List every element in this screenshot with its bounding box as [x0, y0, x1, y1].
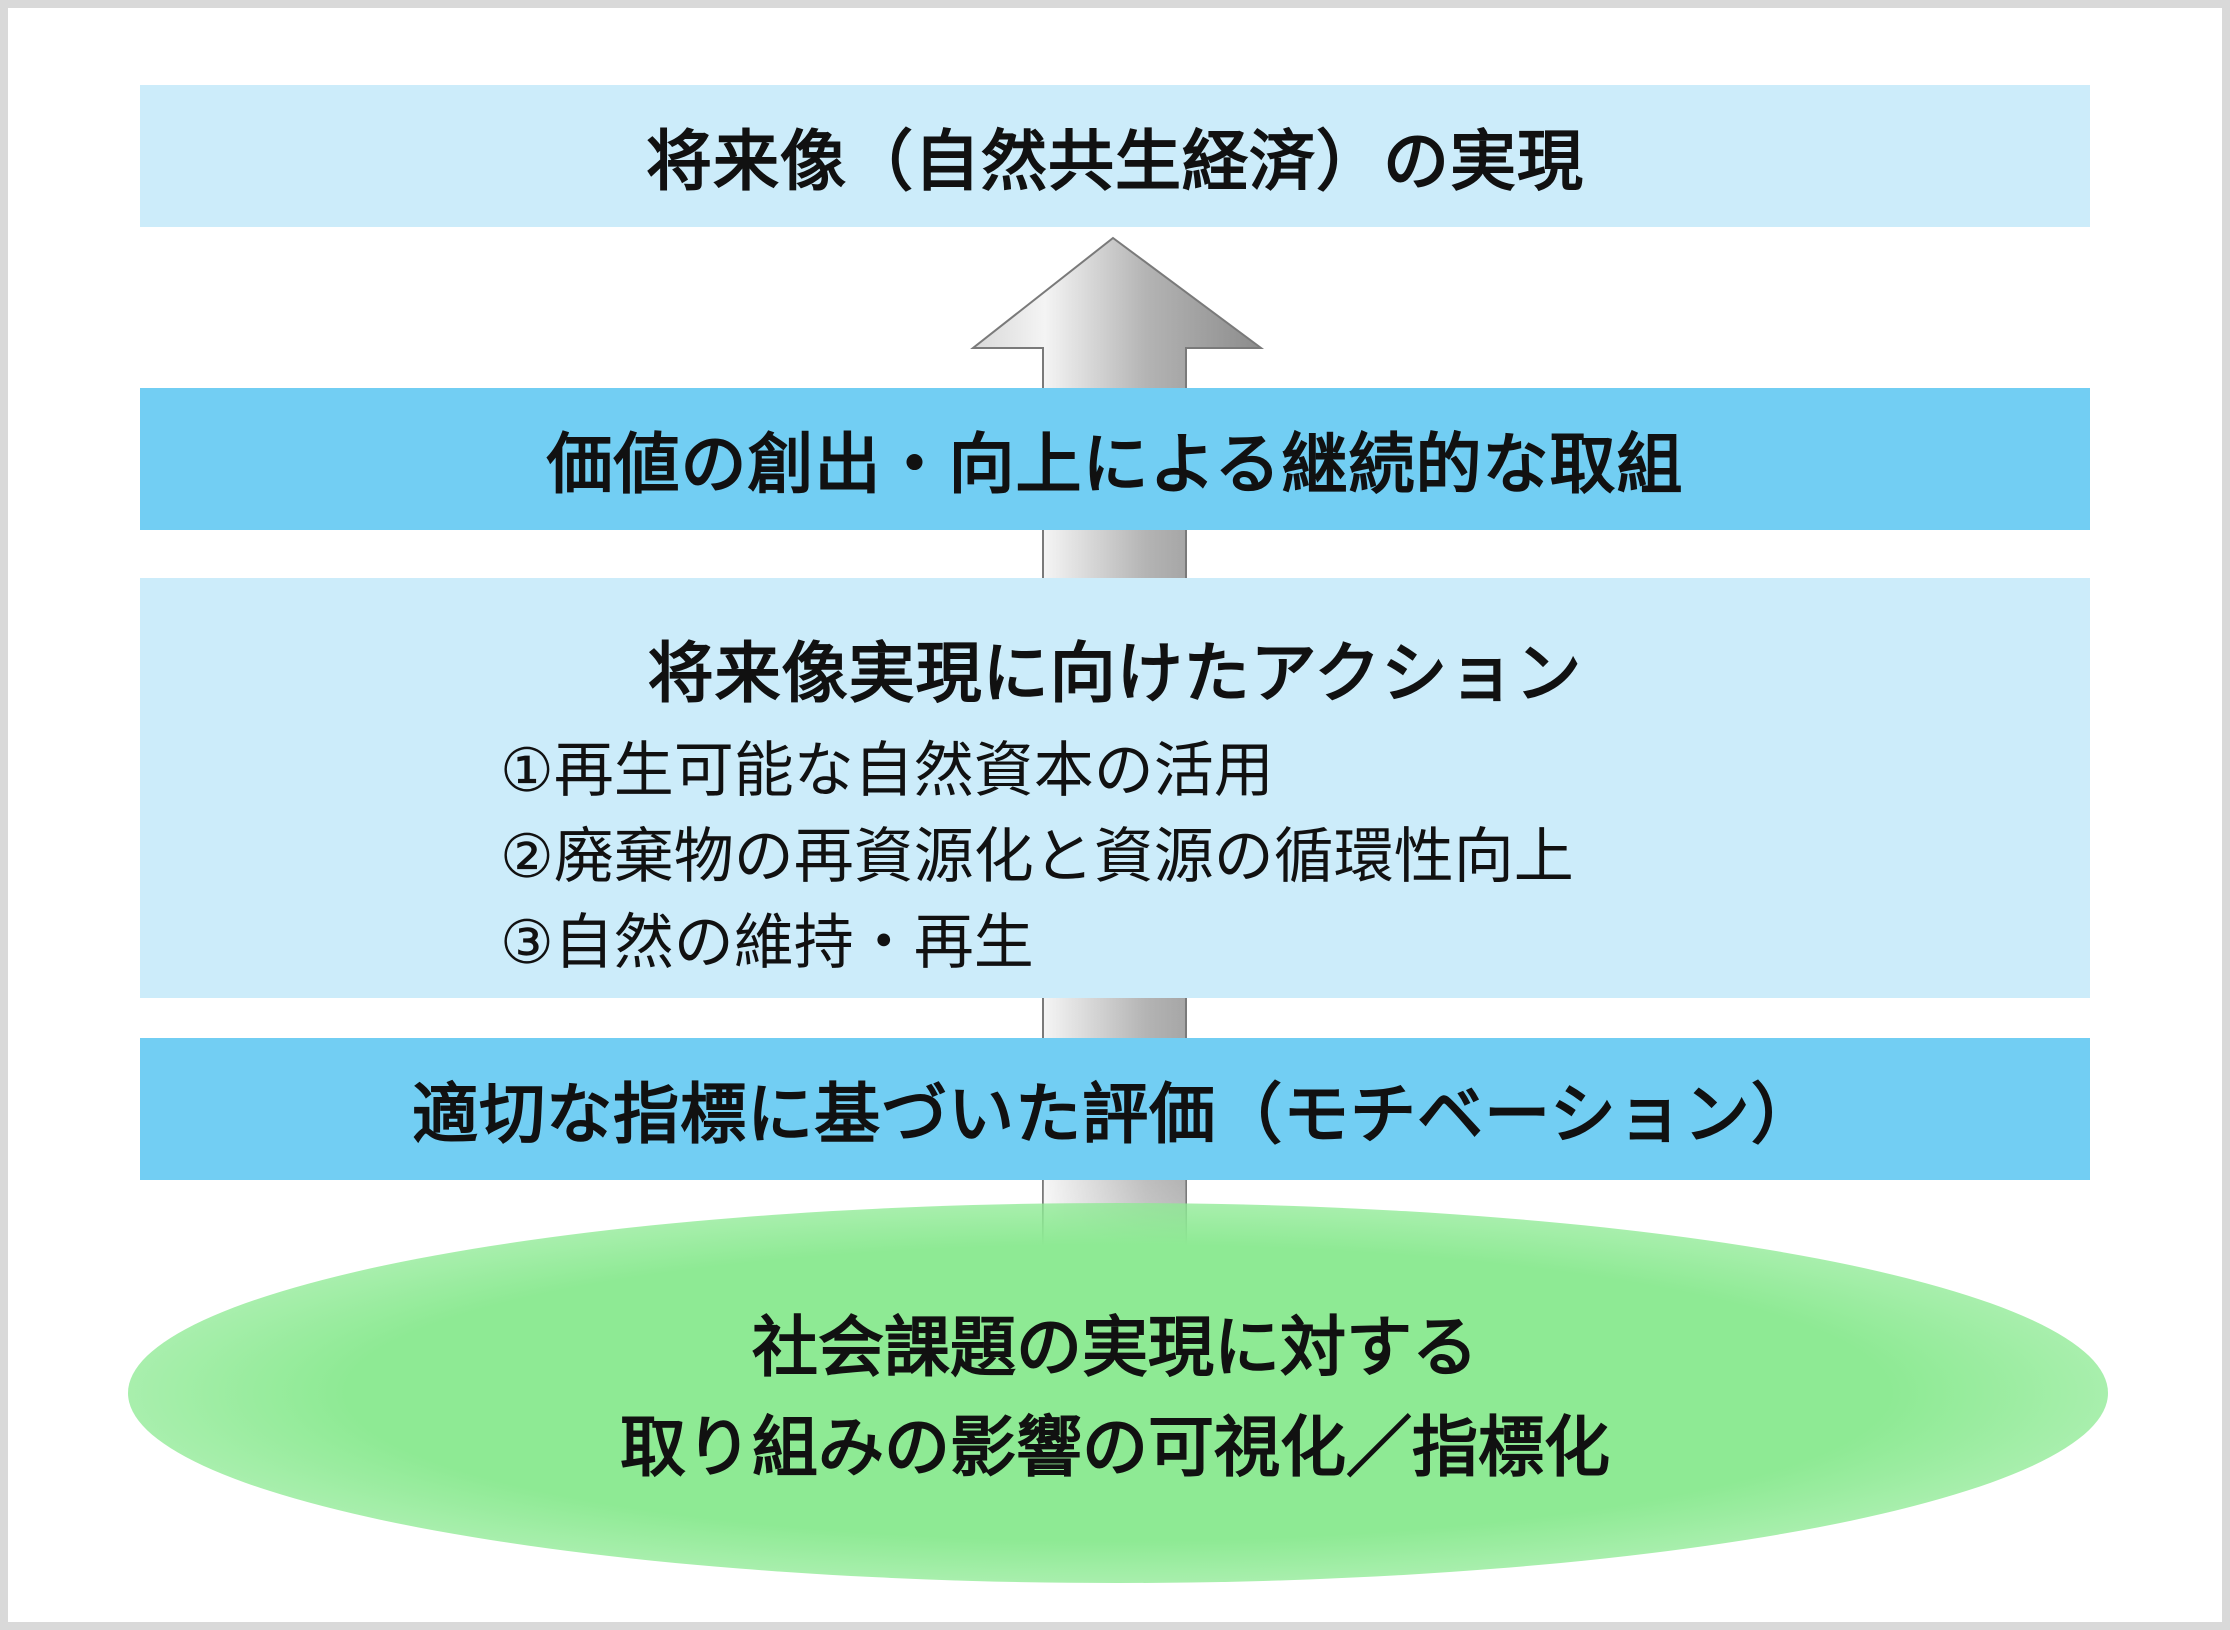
value-creation-band: 価値の創出・向上による継続的な取組 — [140, 388, 2090, 530]
evaluation-band: 適切な指標に基づいた評価（モチベーション） — [140, 1038, 2090, 1180]
action-item: ③自然の維持・再生 — [500, 908, 1034, 978]
future-vision-band: 将来像（自然共生経済）の実現 — [140, 85, 2090, 227]
actions-title: 将来像実現に向けたアクション — [647, 635, 1583, 712]
foundation-text: 社会課題の実現に対する 取り組みの影響の可視化／指標化 — [8, 1298, 2222, 1498]
evaluation-title: 適切な指標に基づいた評価（モチベーション） — [412, 1076, 1818, 1153]
future-vision-title: 将来像（自然共生経済）の実現 — [646, 123, 1584, 200]
action-item: ①再生可能な自然資本の活用 — [500, 736, 1274, 806]
foundation-ellipse — [128, 1203, 2108, 1583]
foundation-line-1: 社会課題の実現に対する — [752, 1309, 1478, 1386]
action-item: ②廃棄物の再資源化と資源の循環性向上 — [500, 822, 1574, 892]
value-creation-title: 価値の創出・向上による継続的な取組 — [546, 426, 1684, 503]
diagram-canvas: 将来像（自然共生経済）の実現 価値の創出・向上による継続的な取組 将来像実現に向… — [8, 8, 2222, 1622]
actions-band: 将来像実現に向けたアクション ①再生可能な自然資本の活用 ②廃棄物の再資源化と資… — [140, 578, 2090, 998]
actions-list: ①再生可能な自然資本の活用 ②廃棄物の再資源化と資源の循環性向上 ③自然の維持・… — [500, 728, 1574, 986]
foundation-line-2: 取り組みの影響の可視化／指標化 — [620, 1409, 1610, 1486]
